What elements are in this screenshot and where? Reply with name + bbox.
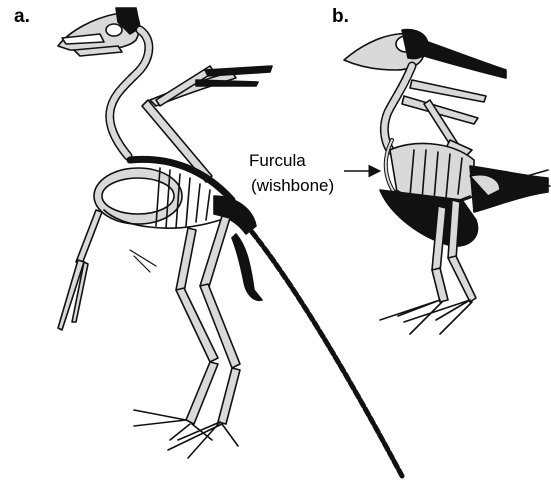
neck-b xyxy=(384,66,412,150)
small-bones-a xyxy=(130,250,156,272)
furcula-label: Furcula xyxy=(249,150,306,171)
leg-a xyxy=(134,216,240,458)
skull-a xyxy=(58,8,140,56)
hand-a xyxy=(58,210,102,330)
skeleton-a xyxy=(58,8,402,476)
panel-label-a: a. xyxy=(14,6,30,28)
wishbone-label: (wishbone) xyxy=(251,175,334,196)
ribcage-a xyxy=(94,159,232,228)
panel-label-b: b. xyxy=(332,6,349,28)
skeleton-b xyxy=(344,30,550,334)
pelvis-tail-a xyxy=(214,196,402,476)
